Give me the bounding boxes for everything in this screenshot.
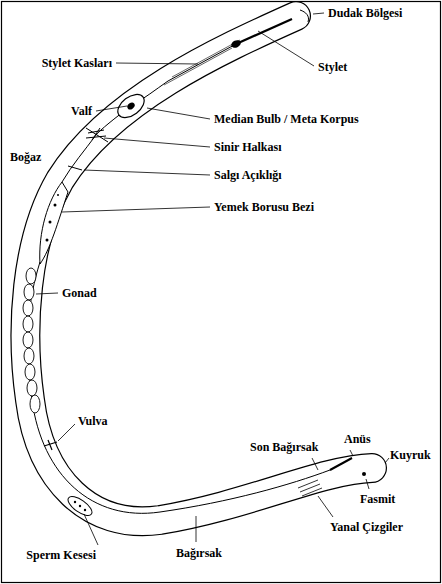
part-label: Yemek Borusu Bezi — [214, 200, 314, 214]
part-label: Median Bulb / Meta Korpus — [214, 112, 359, 126]
sperm-sac — [65, 493, 95, 519]
part-label: Valf — [71, 104, 92, 118]
part-label: Salgı Açıklığı — [214, 168, 282, 182]
part-label: Anüs — [344, 432, 371, 446]
esophageal-gland — [40, 182, 68, 264]
part-label: Bağırsak — [176, 546, 222, 560]
lateral-lines — [298, 480, 322, 496]
intestine — [28, 262, 352, 513]
nerve-ring — [86, 128, 108, 142]
part-label: Gonad — [62, 286, 97, 300]
gland-nuclei — [46, 194, 60, 242]
part-label: Dudak Bölgesi — [328, 6, 402, 20]
part-label: Stylet — [318, 60, 347, 74]
sperm-cells — [74, 501, 86, 511]
rectum — [330, 458, 352, 470]
lip-region — [300, 10, 309, 22]
phasmid — [362, 472, 366, 476]
stylet-muscles — [164, 40, 240, 85]
part-label: Kuyruk — [390, 448, 431, 462]
part-label: Son Bağırsak — [250, 440, 318, 454]
valve — [126, 101, 136, 111]
part-label: Fasmit — [360, 492, 395, 506]
leader-lines — [36, 13, 389, 545]
gonad — [23, 268, 40, 413]
stylet-muscles — [168, 44, 236, 81]
median-bulb — [114, 90, 149, 122]
esophagus — [62, 81, 168, 182]
part-label: Boğaz — [10, 150, 41, 164]
stylet — [236, 19, 292, 44]
part-label: Stylet Kasları — [42, 56, 112, 70]
body-outline — [25, 16, 372, 521]
excretory-pore — [68, 166, 82, 170]
body-fill — [25, 16, 372, 521]
part-label: Sperm Kesesi — [26, 548, 96, 562]
part-label: Vulva — [78, 414, 108, 428]
vulva — [44, 440, 57, 450]
part-label: Sinir Halkası — [214, 140, 281, 154]
part-label: Yanal Çizgiler — [330, 520, 403, 534]
